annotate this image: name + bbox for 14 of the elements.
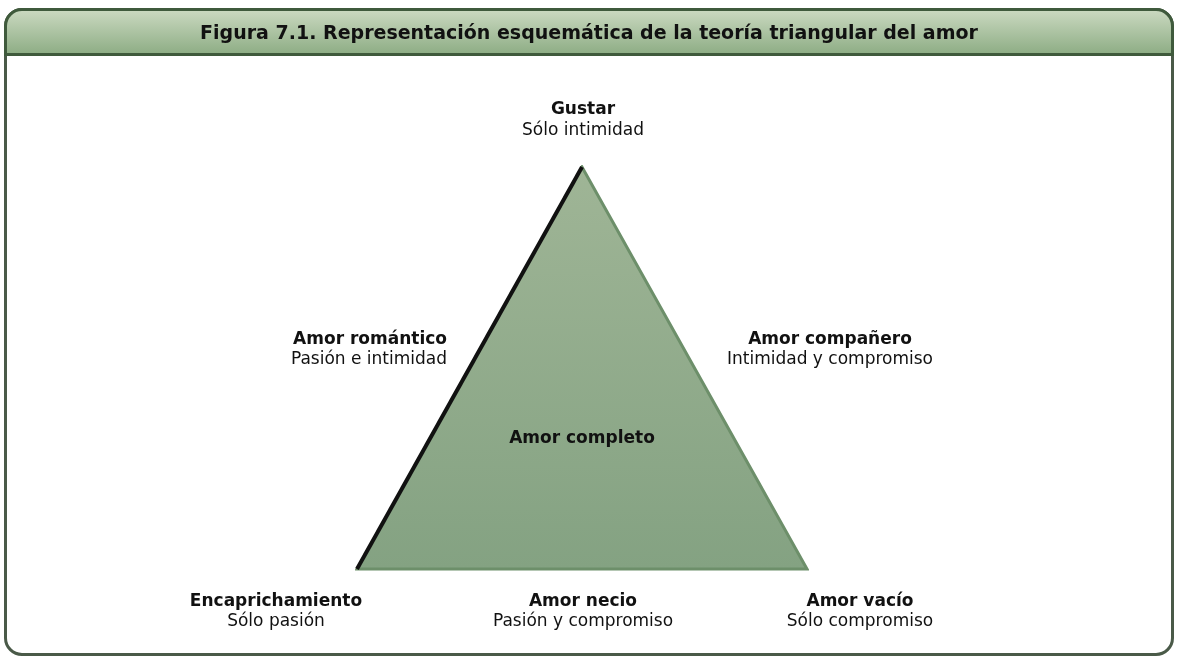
figure-title: Figura 7.1. Representación esquemática de la teoría triangular del amor bbox=[4, 8, 1174, 56]
components-label: Pasión y compromiso bbox=[491, 610, 675, 630]
love-type-label: Gustar bbox=[549, 98, 617, 118]
love-type-label: Encaprichamiento bbox=[188, 590, 364, 610]
love-type-label: Amor romántico bbox=[292, 328, 447, 348]
love-type-label: Amor vacío bbox=[805, 590, 915, 610]
love-type-label: Amor compañero bbox=[747, 328, 913, 348]
components-label: Intimidad y compromiso bbox=[726, 348, 934, 368]
triangle-label: Amor completo bbox=[508, 427, 656, 447]
components-label: Sólo intimidad bbox=[521, 119, 645, 139]
components-label: Pasión e intimidad bbox=[289, 348, 447, 368]
components-label: Sólo compromiso bbox=[785, 610, 935, 630]
components-label: Sólo pasión bbox=[226, 610, 326, 630]
love-type-label: Amor necio bbox=[527, 590, 639, 610]
